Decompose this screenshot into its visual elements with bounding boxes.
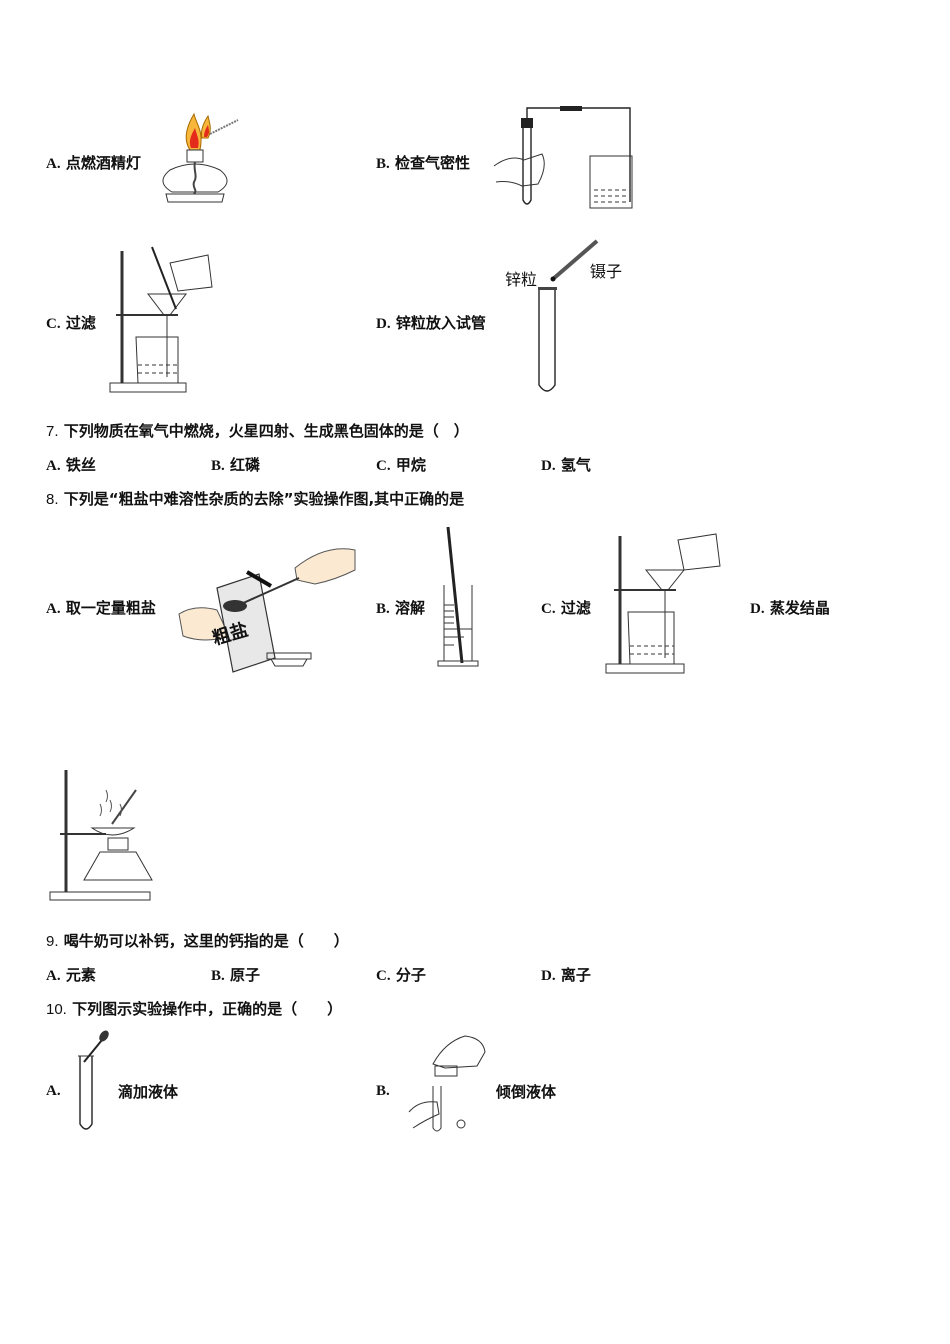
option-letter: D.	[750, 601, 765, 617]
option-text: 点燃酒精灯	[65, 154, 141, 172]
option-letter: C.	[376, 458, 391, 474]
take-salt-figure	[178, 548, 356, 673]
option-text: 取一定量粗盐	[65, 599, 156, 617]
q7-option-a: A. 铁丝	[46, 454, 96, 475]
q6-option-b: B. 检查气密性	[376, 152, 470, 173]
option-letter: C.	[376, 968, 391, 984]
q9-option-a: A. 元素	[46, 964, 96, 985]
option-text: 氢气	[560, 456, 591, 474]
filtration-figure	[109, 246, 213, 393]
option-text: 过滤	[560, 599, 591, 617]
evaporation-figure	[49, 770, 153, 901]
option-text: 红磷	[230, 456, 261, 474]
option-letter: A.	[46, 458, 61, 474]
q6-option-d: D. 锌粒放入试管	[376, 312, 486, 333]
pouring-figure	[408, 1035, 486, 1132]
option-letter: D.	[541, 968, 556, 984]
q8-option-d: D. 蒸发结晶	[750, 597, 830, 618]
q10-option-b: B.	[376, 1081, 390, 1100]
option-letter: A.	[46, 1083, 61, 1099]
q7-stem: 7. 下列物质在氧气中燃烧，火星四射、生成黑色固体的是（ ）	[46, 420, 469, 441]
zinc-granule-label: 锌粒	[505, 270, 538, 289]
q9-option-c: C. 分子	[376, 964, 426, 985]
zinc-test-tube-figure	[538, 239, 599, 392]
question-text: 下列图示实验操作中，正确的是（ ）	[72, 1000, 343, 1018]
q8-option-b: B. 溶解	[376, 597, 425, 618]
q9-option-b: B. 原子	[211, 964, 260, 985]
q8-option-c: C. 过滤	[541, 597, 591, 618]
option-letter: D.	[541, 458, 556, 474]
option-letter: C.	[541, 601, 556, 617]
q9-option-d: D. 离子	[541, 964, 591, 985]
option-letter: A.	[46, 601, 61, 617]
option-letter: A.	[46, 968, 61, 984]
option-text: 检查气密性	[395, 154, 471, 172]
q6-option-c: C. 过滤	[46, 312, 96, 333]
q8-option-a: A. 取一定量粗盐	[46, 597, 156, 618]
tweezers-label: 镊子	[590, 262, 623, 281]
option-text: 原子	[230, 966, 261, 984]
dropper-figure	[78, 1030, 109, 1130]
question-number: 9.	[46, 933, 59, 950]
q7-option-c: C. 甲烷	[376, 454, 426, 475]
option-letter: A.	[46, 156, 61, 172]
option-text: 锌粒放入试管	[395, 314, 486, 332]
q10-stem: 10. 下列图示实验操作中，正确的是（ ）	[46, 998, 342, 1019]
option-letter: C.	[46, 316, 61, 332]
option-letter: D.	[376, 316, 391, 332]
option-text: 蒸发结晶	[769, 599, 830, 617]
option-text: 分子	[395, 966, 426, 984]
option-letter: B.	[211, 968, 225, 984]
q7-option-b: B. 红磷	[211, 454, 260, 475]
option-letter: B.	[376, 1083, 390, 1099]
option-letter: B.	[211, 458, 225, 474]
question-text: 下列物质在氧气中燃烧，火星四射、生成黑色固体的是（ ）	[63, 422, 469, 440]
q9-stem: 9. 喝牛奶可以补钙，这里的钙指的是（ ）	[46, 930, 349, 951]
airtightness-check-figure	[493, 106, 633, 209]
option-letter: B.	[376, 156, 390, 172]
option-letter: B.	[376, 601, 390, 617]
option-text: 甲烷	[395, 456, 426, 474]
alcohol-lamp-figure	[162, 112, 239, 203]
q10-option-a-text: 滴加液体	[118, 1083, 179, 1101]
q8-stem: 8. 下列是“粗盐中难溶性杂质的去除”实验操作图,其中正确的是	[46, 488, 464, 509]
q7-option-d: D. 氢气	[541, 454, 591, 475]
dissolve-figure	[437, 526, 479, 667]
q10-option-a: A.	[46, 1081, 61, 1100]
question-text: 喝牛奶可以补钙，这里的钙指的是（ ）	[63, 932, 349, 950]
option-text: 溶解	[395, 599, 426, 617]
filtration-figure-2	[605, 533, 721, 674]
option-text: 离子	[560, 966, 591, 984]
option-text: 元素	[65, 966, 96, 984]
question-text: 下列是“粗盐中难溶性杂质的去除”实验操作图,其中正确的是	[63, 490, 465, 508]
option-text: 过滤	[65, 314, 96, 332]
option-text: 铁丝	[65, 456, 96, 474]
q10-option-b-text: 倾倒液体	[496, 1083, 557, 1101]
question-number: 10.	[46, 1001, 67, 1018]
question-number: 7.	[46, 423, 59, 440]
q6-option-a: A. 点燃酒精灯	[46, 152, 141, 173]
question-number: 8.	[46, 491, 59, 508]
